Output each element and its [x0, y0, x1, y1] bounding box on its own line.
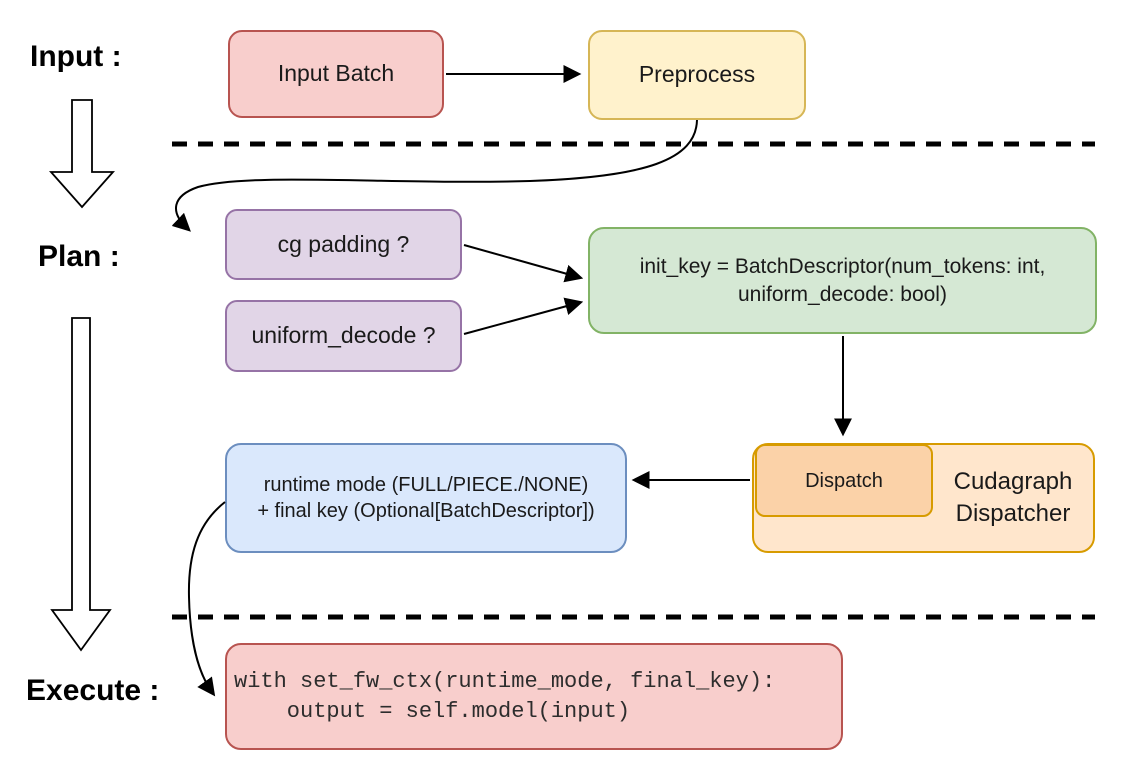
stage-flow-arrow-plan-to-execute-icon	[50, 317, 112, 652]
node-uniform-decode: uniform_decode ?	[225, 300, 462, 372]
arrow-uniform-decode-to-init-key	[463, 297, 584, 335]
node-execute-code: with set_fw_ctx(runtime_mode, final_key)…	[225, 643, 843, 750]
cudagraph-dispatcher-label: Cudagraph Dispatcher	[953, 467, 1073, 527]
stage-label-input: Input :	[30, 40, 122, 73]
node-init-key: init_key = BatchDescriptor(num_tokens: i…	[588, 227, 1097, 334]
node-runtime-mode: runtime mode (FULL/PIECE./NONE) + final …	[225, 443, 627, 553]
arrow-runtime-mode-to-execute	[187, 501, 226, 697]
stage-label-execute: Execute :	[26, 674, 160, 707]
node-dispatch: Dispatch	[755, 444, 933, 517]
stage-label-plan: Plan :	[38, 240, 120, 273]
stage-flow-arrow-input-to-plan-icon	[49, 99, 115, 209]
arrow-cg-padding-to-init-key	[463, 244, 584, 283]
node-input-batch: Input Batch	[228, 30, 444, 118]
node-preprocess: Preprocess	[588, 30, 806, 120]
node-cg-padding: cg padding ?	[225, 209, 462, 280]
